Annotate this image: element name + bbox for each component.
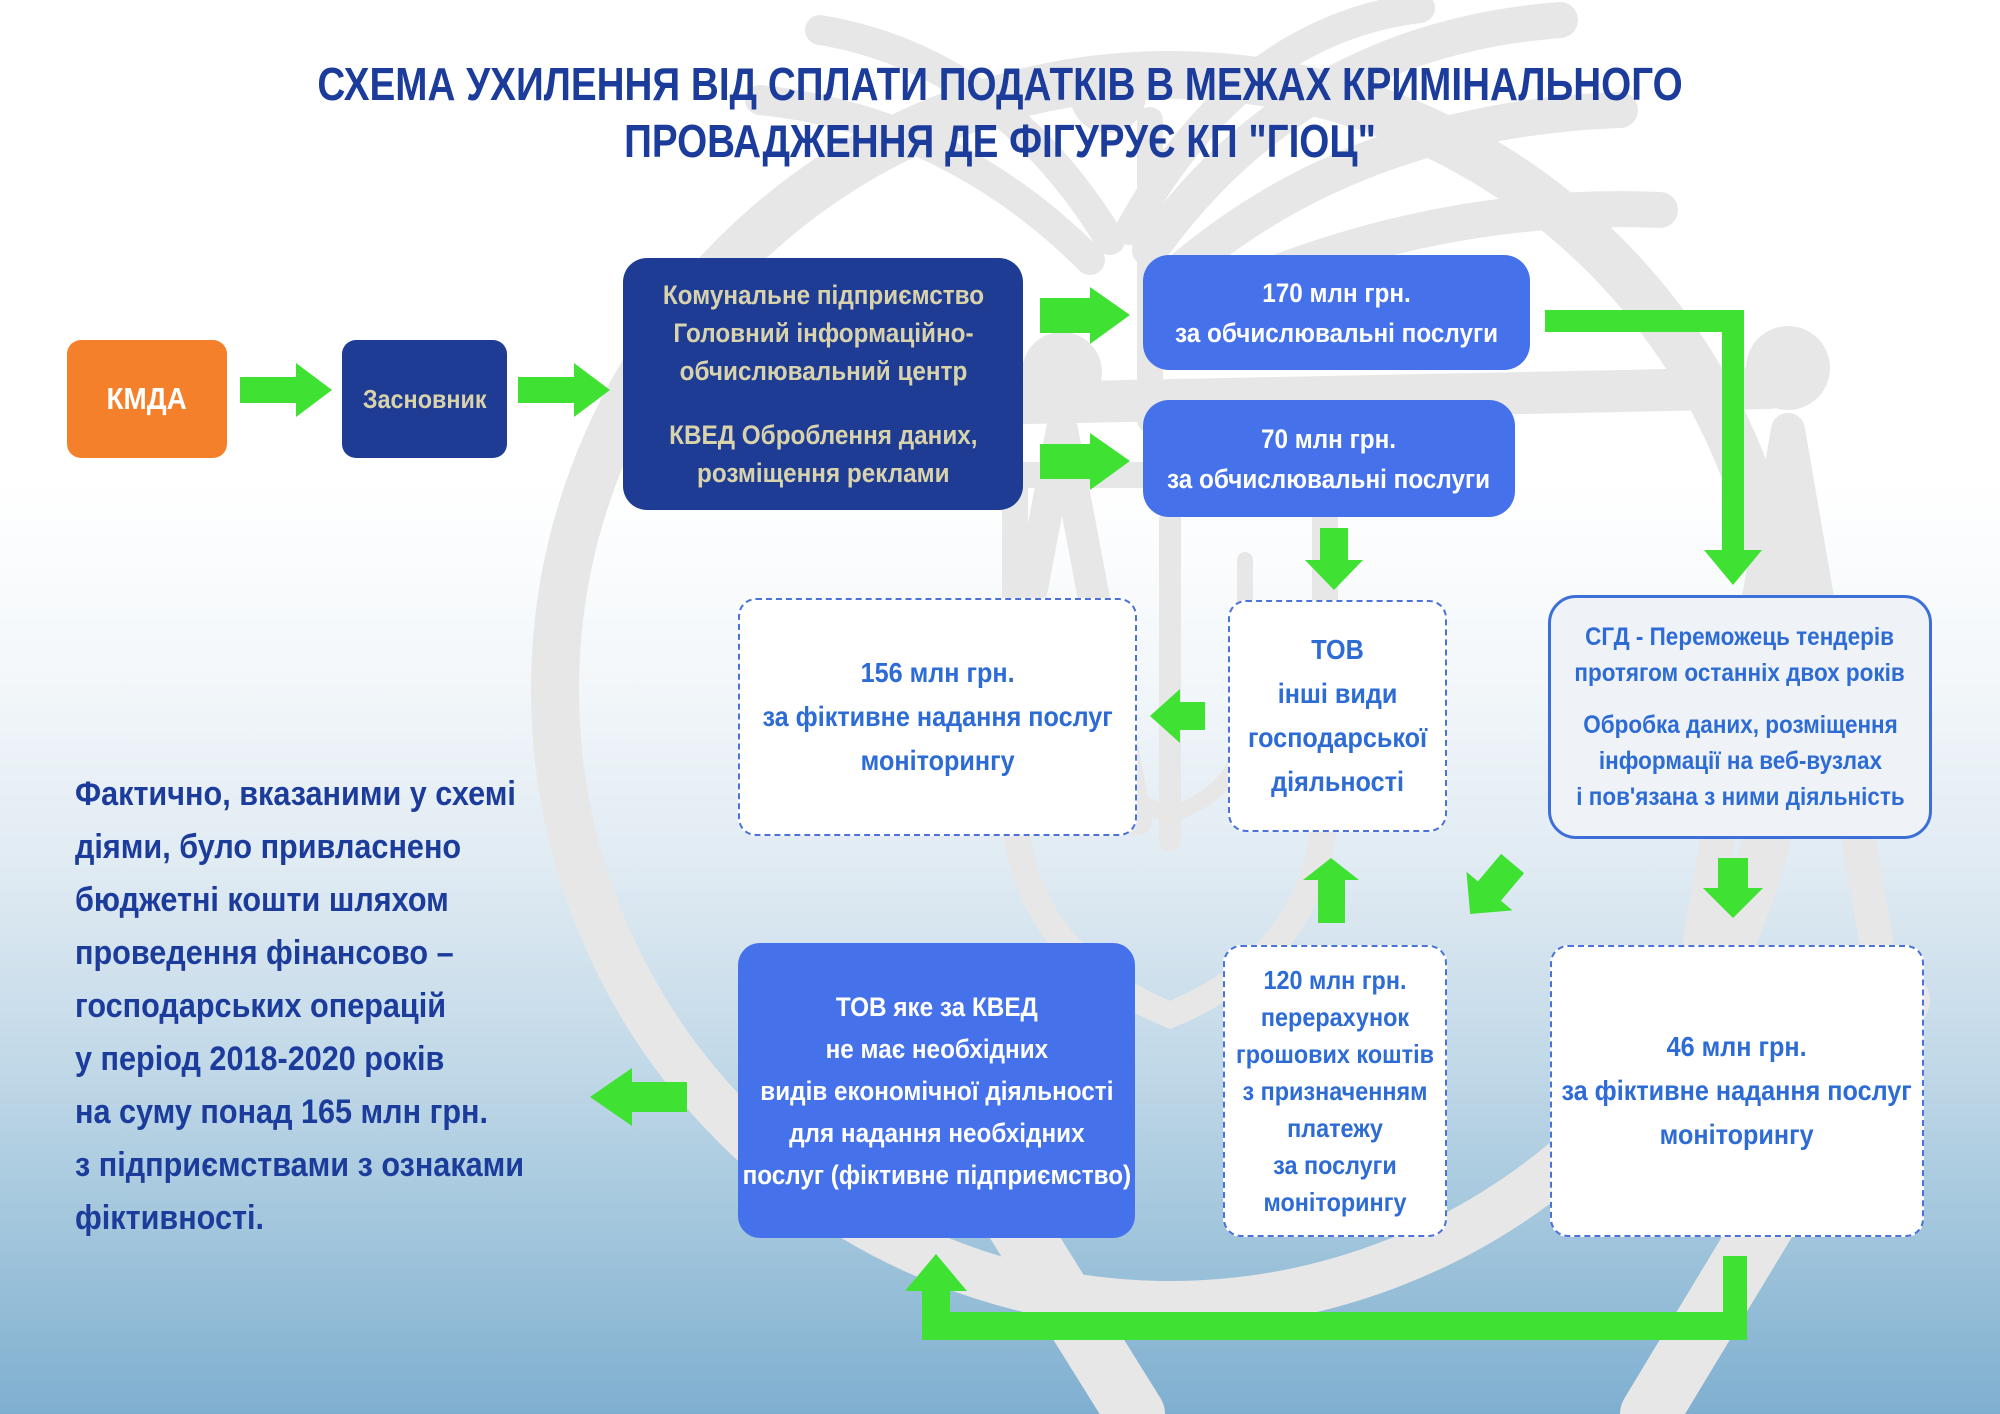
node-kp-kved: КВЕД Оброблення даних,розміщення реклами [668, 420, 978, 488]
arrow-70-to-tov-other [1305, 528, 1363, 590]
page-title-line2: ПРОВАДЖЕННЯ ДЕ ФІГУРУЄ КП "ГІОЦ" [624, 115, 1376, 167]
arrow-120-to-tov-other [1303, 858, 1359, 923]
node-payment-70mln: 70 млн грн.за обчислювальні послуги [1143, 400, 1515, 517]
node-payment-170mln-label: 170 млн грн.за обчислювальні послуги [1174, 277, 1499, 348]
node-kmda: КМДА [67, 340, 227, 458]
node-payment-70mln-label: 70 млн грн.за обчислювальні послуги [1167, 423, 1491, 494]
page-title-line1: СХЕМА УХИЛЕННЯ ВІД СПЛАТИ ПОДАТКІВ В МЕЖ… [317, 58, 1683, 110]
node-payment-170mln: 170 млн грн.за обчислювальні послуги [1143, 255, 1530, 370]
page-title: СХЕМА УХИЛЕННЯ ВІД СПЛАТИ ПОДАТКІВ В МЕЖ… [160, 56, 1840, 170]
node-kmda-label: КМДА [106, 381, 188, 416]
arrow-kp-to-170 [1040, 287, 1130, 344]
arrow-kp-to-70 [1040, 433, 1130, 490]
arrow-zasnovnyk-to-kp [518, 363, 610, 417]
node-zasnovnyk-label: Засновник [362, 383, 487, 414]
arrow-170-to-sgd [1545, 310, 1762, 585]
arrow-tov-fake-to-note [590, 1068, 687, 1126]
arrow-sgd-to-46 [1703, 858, 1763, 918]
node-zasnovnyk: Засновник [342, 340, 507, 458]
arrow-kmda-to-zasnovnyk [240, 363, 332, 417]
arrow-sgd-to-120 [1466, 853, 1525, 915]
arrow-tov-other-to-156 [1150, 689, 1205, 743]
arrow-46-to-tov-fake [905, 1254, 1747, 1340]
